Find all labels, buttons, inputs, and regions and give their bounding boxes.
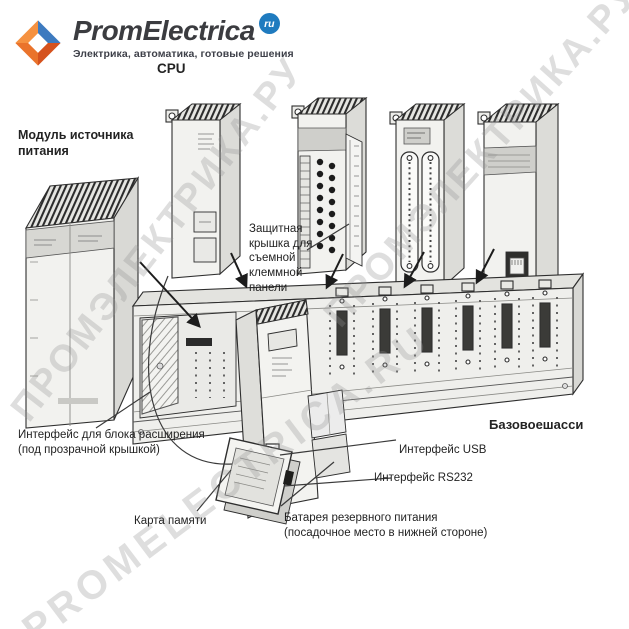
label-expansion-interface-line1: Интерфейс для блока расширения <box>18 429 205 441</box>
memory-card-drawing <box>215 437 301 525</box>
label-backup-battery: Батарея резервного питания (посадочное м… <box>284 511 519 540</box>
power-supply-module-drawing <box>24 176 140 429</box>
network-module-drawing <box>477 102 560 303</box>
label-expansion-interface-line2: (под прозрачной крышкой) <box>18 443 160 456</box>
brand-ru-badge: ru <box>258 13 280 34</box>
label-rs232-interface: Интерфейс RS232 <box>374 472 473 484</box>
label-memory-card: Карта памяти <box>134 515 207 527</box>
chassis-slot-connectors <box>329 279 558 377</box>
dual-connector-module-drawing <box>389 102 466 291</box>
label-backup-battery-line2: (посадочное место в нижней стороне) <box>284 526 488 539</box>
brand-tagline: Электрика, автоматика, готовые решения <box>73 48 294 61</box>
label-backup-battery-line1: Батарея резервного питания <box>284 512 438 524</box>
cpu-module-drawing <box>165 102 242 279</box>
leader-lines <box>95 223 397 512</box>
label-usb-interface: Интерфейс USB <box>399 444 487 456</box>
brand-logo-icon <box>15 20 61 66</box>
brand-name: PromElectrica <box>73 15 255 46</box>
label-terminal-cover: Защитная крышка для съемной клеммной пан… <box>249 223 313 294</box>
io-terminal-module-drawing <box>291 96 368 275</box>
label-base-chassis: Базовоешасси <box>489 417 584 432</box>
label-power-supply-module: Модуль источника питания <box>18 128 134 158</box>
site-logo[interactable]: PromElectrica ru Электрика, автоматика, … <box>12 13 294 68</box>
insertion-arrows <box>139 248 495 329</box>
label-expansion-interface: Интерфейс для блока расширения (под проз… <box>18 428 268 457</box>
label-cpu: CPU <box>157 61 186 76</box>
